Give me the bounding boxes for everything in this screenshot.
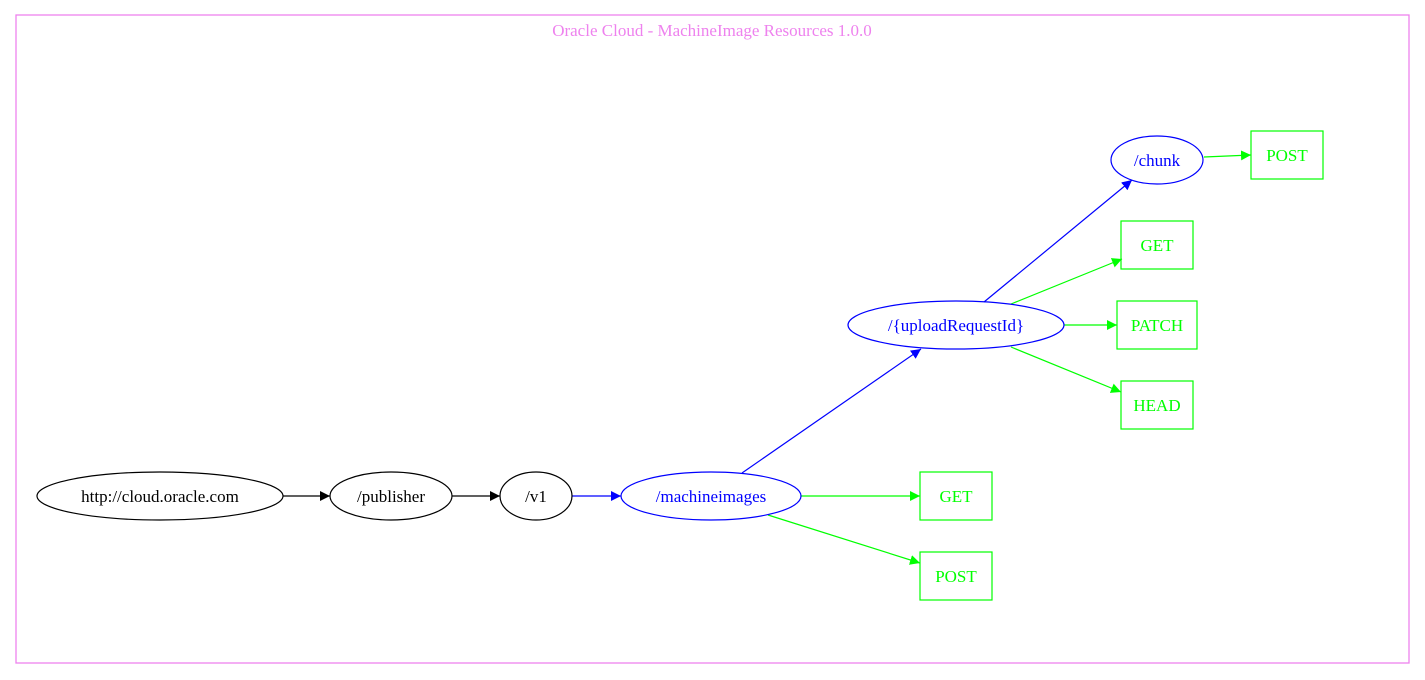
node-publisher-label: /publisher — [357, 487, 425, 506]
node-shape — [1110, 135, 1204, 185]
edge-upload-request-id-head — [1010, 346, 1122, 393]
method-label: HEAD — [1133, 396, 1180, 415]
method-box — [1250, 130, 1324, 180]
method-label: PATCH — [1131, 316, 1183, 335]
method-label: POST — [1266, 146, 1308, 165]
method-box — [1120, 220, 1194, 270]
method-box — [1120, 380, 1194, 430]
method-upload-patch: PATCH — [1116, 300, 1198, 350]
method-machineimages-get: GET — [919, 471, 993, 521]
node-machineimages-label: /machineimages — [656, 487, 766, 506]
node-publisher: /publisher — [329, 471, 453, 521]
node-upload-request-id-label: /{uploadRequestId} — [888, 316, 1024, 335]
cluster-frame — [15, 14, 1410, 664]
node-shape — [620, 471, 802, 521]
node-root: http://cloud.oracle.com — [36, 471, 284, 521]
method-label: GET — [1140, 236, 1174, 255]
method-chunk-post: POST — [1250, 130, 1324, 180]
edges — [283, 150, 1252, 565]
node-v1-label: /v1 — [525, 487, 547, 506]
edge-upload-request-id-get — [1010, 258, 1123, 305]
edge-upload-request-id-chunk — [983, 179, 1133, 303]
method-upload-get: GET — [1120, 220, 1194, 270]
method-box — [919, 551, 993, 601]
node-root-label: http://cloud.oracle.com — [81, 487, 239, 506]
method-upload-head: HEAD — [1120, 380, 1194, 430]
edge-chunk-post — [1203, 150, 1252, 161]
node-shape — [847, 300, 1065, 350]
method-label: POST — [935, 567, 977, 586]
edge-machineimages-upload-request-id — [741, 348, 922, 474]
node-shape — [329, 471, 453, 521]
method-machineimages-post: POST — [919, 551, 993, 601]
node-shape — [36, 471, 284, 521]
method-box — [919, 471, 993, 521]
node-machineimages: /machineimages — [620, 471, 802, 521]
diagram-title: Oracle Cloud - MachineImage Resources 1.… — [552, 21, 872, 40]
node-upload-request-id: /{uploadRequestId} — [847, 300, 1065, 350]
node-chunk: /chunk — [1110, 135, 1204, 185]
method-label: GET — [939, 487, 973, 506]
node-v1: /v1 — [499, 471, 573, 521]
edge-machineimages-post — [767, 514, 921, 565]
node-shape — [499, 471, 573, 521]
method-box — [1116, 300, 1198, 350]
node-chunk-label: /chunk — [1134, 151, 1181, 170]
